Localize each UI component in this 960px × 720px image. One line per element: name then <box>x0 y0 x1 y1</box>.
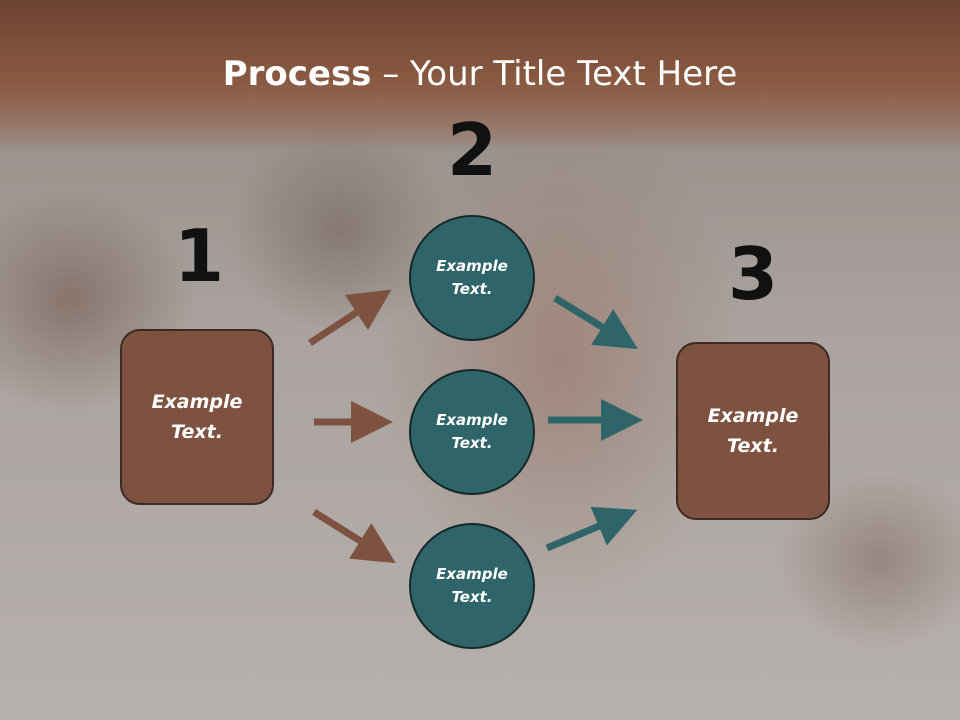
title-banner <box>0 0 960 150</box>
slide-title: Process – Your Title Text Here <box>0 52 960 96</box>
arrow-box-to-circle-3 <box>312 509 396 564</box>
arrow-box-to-circle-1 <box>308 289 392 346</box>
step-3-box: Example Text. <box>676 342 830 520</box>
step-3-box-text: Example Text. <box>707 405 799 457</box>
arrow-circle-3-to-box <box>545 506 638 552</box>
step-number-1: 1 <box>173 214 225 298</box>
circle-bottom-text: Example Text. <box>436 565 508 606</box>
title-bold: Process <box>222 54 372 94</box>
step-1-box: Example Text. <box>120 329 274 505</box>
step-2-circle-top: Example Text. <box>409 215 535 341</box>
circle-middle-text: Example Text. <box>436 411 508 452</box>
step-2-circle-middle: Example Text. <box>409 369 535 495</box>
step-1-box-text: Example Text. <box>151 391 243 443</box>
title-rest: – Your Title Text Here <box>371 54 738 94</box>
arrow-circle-1-to-box <box>553 295 638 350</box>
circle-top-text: Example Text. <box>436 257 508 298</box>
step-number-2: 2 <box>446 108 498 192</box>
step-2-circle-bottom: Example Text. <box>409 523 535 649</box>
step-number-3: 3 <box>727 232 779 316</box>
